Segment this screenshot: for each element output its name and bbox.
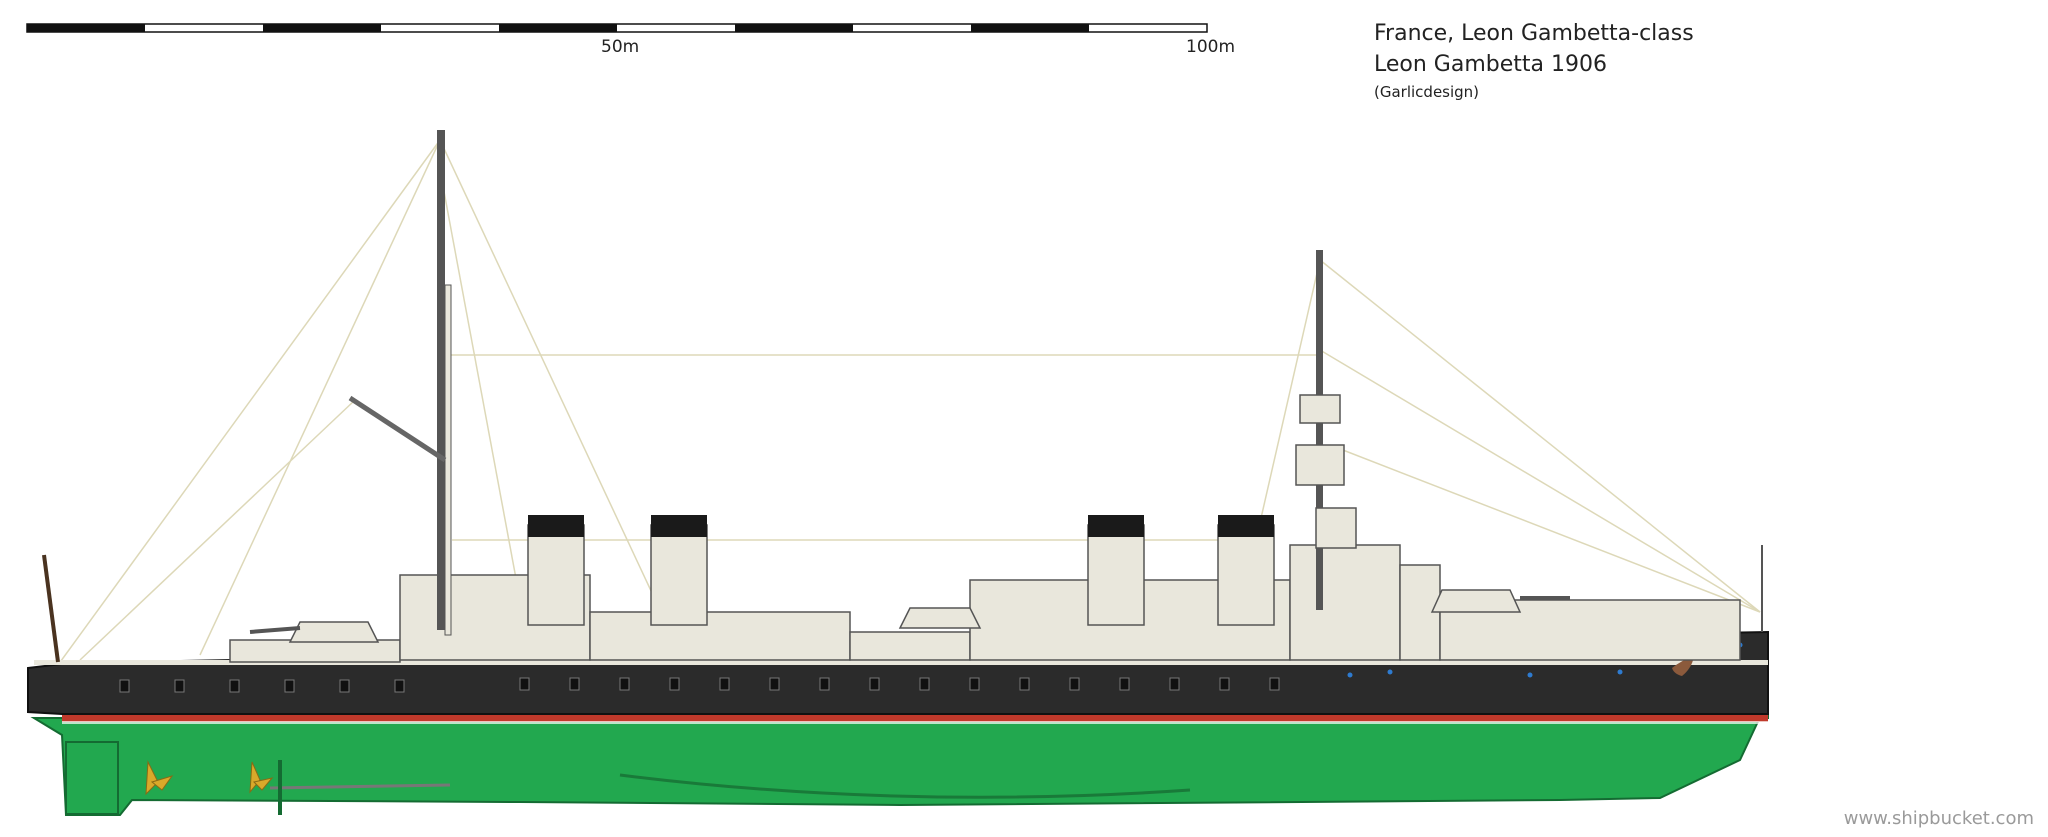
scale-label-50m: 50m — [601, 37, 640, 57]
scale-bar — [26, 23, 1208, 33]
bilge-keel — [619, 773, 1191, 799]
scale-label-100m: 100m — [1186, 37, 1236, 57]
ship-class-title: France, Leon Gambetta-class — [1374, 21, 1694, 46]
mainmast — [348, 130, 452, 636]
boot-topping — [62, 714, 1768, 722]
funnels — [527, 515, 1275, 626]
rigging — [57, 139, 1761, 666]
gun-turrets — [249, 589, 1570, 643]
propeller-icon — [145, 760, 274, 796]
anchor-icon — [1672, 656, 1694, 676]
title-block: France, Leon Gambetta-class Leon Gambett… — [1374, 18, 1694, 104]
portholes — [119, 677, 1280, 693]
foremast — [1295, 250, 1357, 610]
watermark-text: www.shipbucket.com — [1843, 808, 2034, 829]
rudder — [65, 741, 119, 815]
ship-name-title: Leon Gambetta 1906 — [1374, 52, 1607, 77]
author-credit: (Garlicdesign) — [1374, 83, 1480, 101]
